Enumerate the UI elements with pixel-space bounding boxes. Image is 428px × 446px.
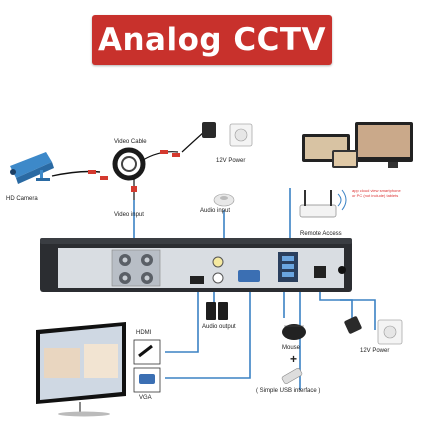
label-video-cable: Video Cable xyxy=(114,139,147,145)
label-audio-input: Audio input xyxy=(200,208,231,214)
remote-devices-icon xyxy=(302,122,413,168)
label-power-top: 12V Power xyxy=(216,158,246,164)
speakers-icon xyxy=(206,302,228,320)
mouse-icon xyxy=(282,324,306,340)
label-vga: VGA xyxy=(139,395,152,401)
video-cable-icon xyxy=(51,147,180,200)
hdmi-connector-icon xyxy=(133,339,161,365)
label-remote-access: Remote Access xyxy=(300,231,342,237)
label-hd-camera: HD Camera xyxy=(6,196,38,202)
dvr-recorder xyxy=(40,238,352,292)
title-banner: Analog CCTV xyxy=(92,15,332,65)
power-adapter-right-icon xyxy=(344,316,403,345)
banner-title: Analog CCTV xyxy=(97,22,327,58)
label-usb: ( Simple USB interface ) xyxy=(256,388,321,394)
label-remote-note: app cloud view smartphone or PC (not inc… xyxy=(352,188,401,198)
power-adapter-icon xyxy=(181,122,253,153)
label-video-input: Video input xyxy=(114,212,144,218)
power-right-line-2 xyxy=(340,299,376,330)
hdmi-line xyxy=(165,288,199,353)
router-icon xyxy=(299,189,347,218)
vga-line xyxy=(165,288,251,379)
vga-connector-icon xyxy=(133,367,161,393)
label-hdmi: HDMI xyxy=(136,330,152,336)
hd-camera-icon xyxy=(10,152,54,184)
label-power-right: 12V Power xyxy=(360,348,390,354)
label-mouse: Mouse xyxy=(282,345,301,351)
usb-stick-icon xyxy=(281,367,303,385)
audio-input-icon xyxy=(213,193,235,207)
label-plus: + xyxy=(290,352,298,366)
label-audio-output: Audio output xyxy=(202,324,236,330)
monitor-icon xyxy=(36,322,126,417)
